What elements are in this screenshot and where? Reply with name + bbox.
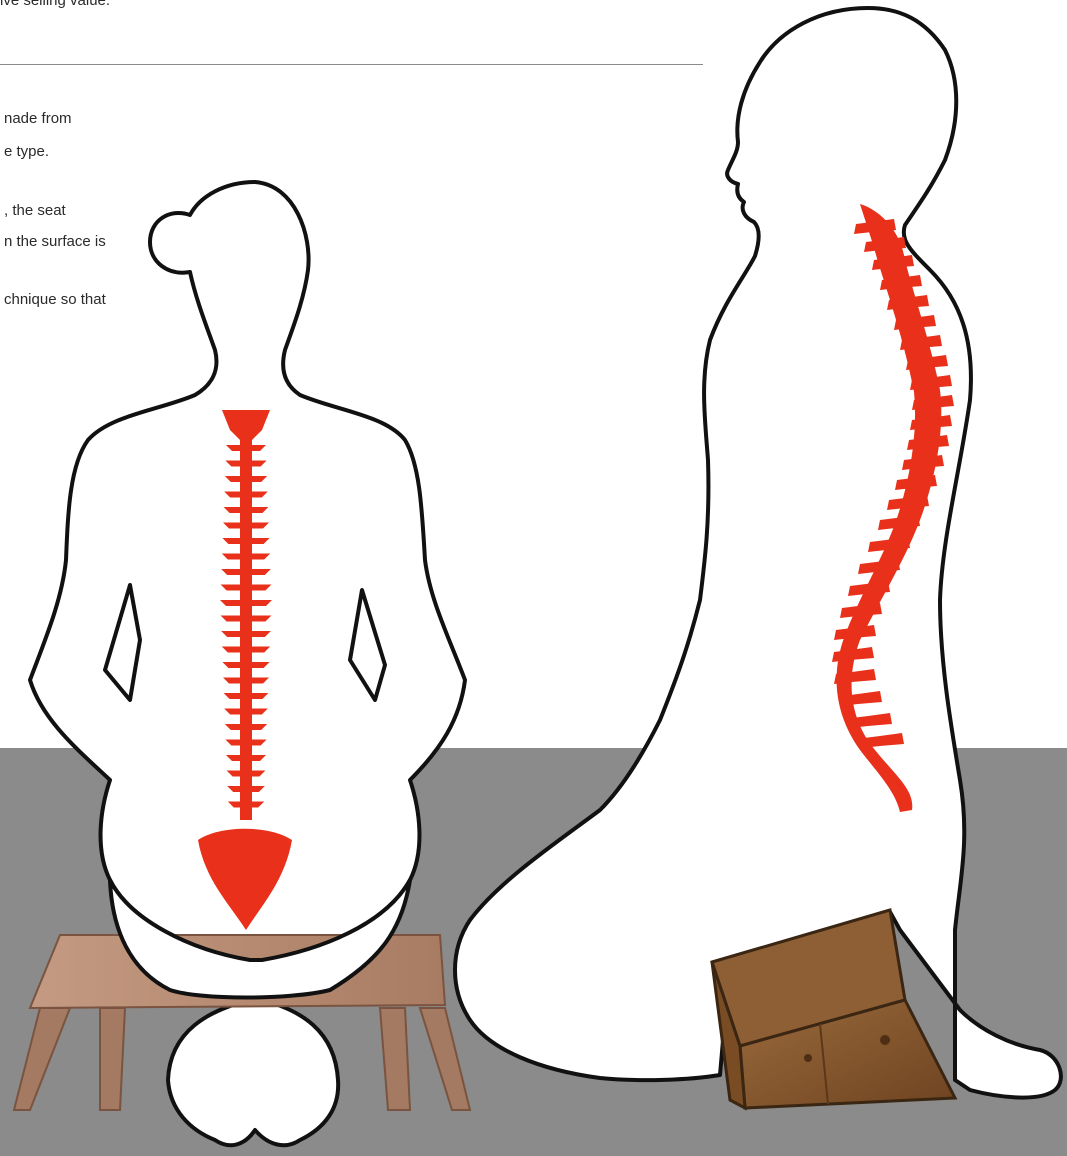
vertebra-process [220,600,272,606]
vertebra-process [222,554,270,560]
vertebra-process [225,461,266,467]
vertebra-process [223,678,269,684]
vertebra-process [227,771,266,777]
vertebra-process [222,662,269,668]
vertebra-process [224,709,268,715]
vertebra-process [221,585,272,591]
vertebra-process [222,647,270,653]
vertebra-process [224,492,268,498]
vertebra-process [226,755,266,761]
vertebra-process [223,523,269,529]
vertebra-process [227,786,265,792]
vertebra-process [221,631,271,637]
vertebra-process [228,802,264,808]
vertebra-process [225,740,266,746]
vertebra-process [225,724,267,730]
vertebra-process [225,476,267,482]
kneeling-figure-silhouette [455,8,1061,1098]
vertebra-process [221,616,272,622]
kneeling-figure [455,8,1061,1098]
vertebra-process [224,507,269,513]
vertebra-process [226,445,266,451]
vertebra-process [221,569,271,575]
vertebra-process [222,538,269,544]
vertebra-process [224,693,269,699]
